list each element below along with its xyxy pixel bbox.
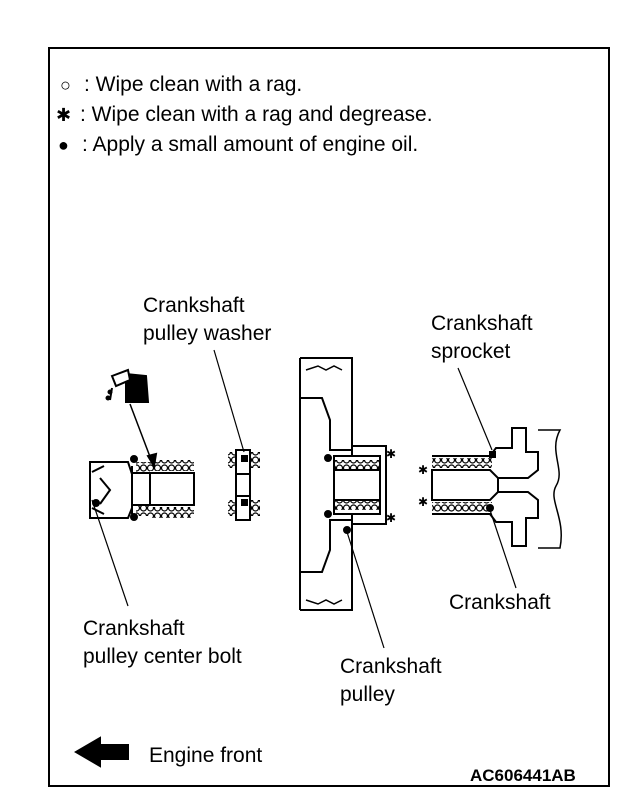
svg-text:✱: ✱ [386,511,396,525]
svg-text:✱: ✱ [418,495,428,509]
svg-text:✱: ✱ [386,447,396,461]
label-crankshaft-pulley: Crankshaft pulley [340,655,442,706]
crankshaft-sprocket: ✱ ✱ [418,427,562,549]
left-arrow-icon [74,736,129,768]
figure-code: AC606441AB [470,766,576,785]
label-center-bolt: Crankshaft pulley center bolt [83,617,242,668]
pulley-washer [228,449,260,521]
diagram-frame [48,47,610,787]
label-pulley-washer: Crankshaft pulley washer [143,294,272,345]
label-engine-front: Engine front [149,744,263,767]
crankshaft-pulley: ✱ ✱ [299,357,396,611]
legend-item-degrease: ✱: Wipe clean with a rag and degrease. [56,103,433,126]
legend-item-oil: ●: Apply a small amount of engine oil. [58,133,419,156]
label-crankshaft: Crankshaft [449,591,551,614]
label-crankshaft-sprocket: Crankshaft sprocket [431,312,533,363]
filled-dot-icon: ● [58,135,69,155]
open-circle-icon: ○ [60,75,71,95]
oil-can-icon [105,368,150,403]
legend-item-wipe: ○: Wipe clean with a rag. [60,73,303,96]
center-bolt [89,455,195,521]
svg-text:✱: ✱ [418,463,428,477]
asterisk-icon: ✱ [56,105,72,125]
